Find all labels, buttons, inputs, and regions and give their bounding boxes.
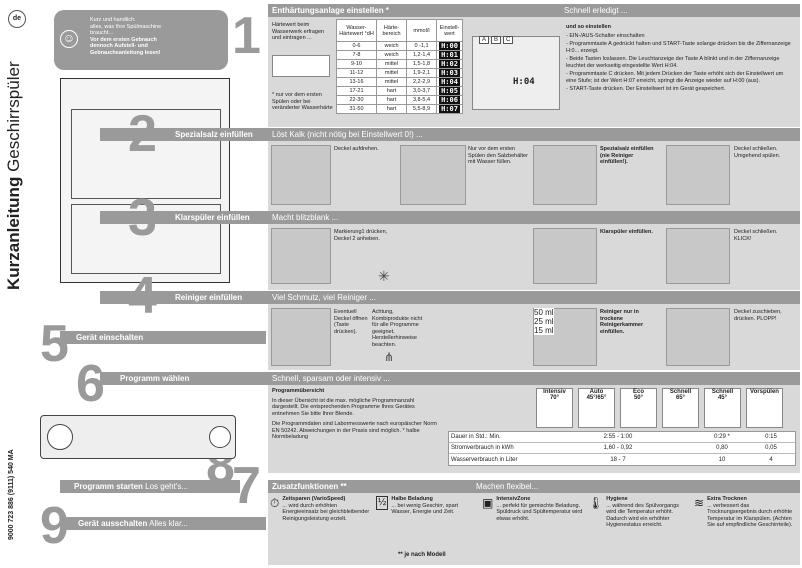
intensive-zone-icon: ▣: [482, 496, 494, 510]
detergent-warning: Achtung, Kombiprodukte nicht für alle Pr…: [372, 309, 423, 348]
detergent-close-image: [666, 308, 730, 366]
salt-fill-image: [533, 145, 597, 205]
water-icon: ⋔: [384, 350, 395, 364]
feature-variospeed: ⏱Zeitsparen (VarioSpeed)... wird durch e…: [270, 496, 372, 529]
salt-step-3: Spezialsalz einfüllen (nie Reiniger einf…: [600, 146, 654, 165]
sparkle-icon: ✳: [378, 268, 390, 284]
clock-icon: ⏱: [270, 496, 280, 510]
salt-step-2: Nur vor dem ersten Spülen den Salzbehält…: [468, 146, 528, 165]
intro-text: Kurz und handlich:alles, was Ihre Spülma…: [90, 17, 162, 56]
step-number-1: 1: [232, 7, 261, 65]
dry-icon: ≋: [694, 496, 705, 510]
hardness-note: * nur vor dem ersten Spülen oder bei ver…: [272, 92, 333, 111]
control-panel-illustration: [40, 415, 236, 459]
start-button-icon: [209, 426, 231, 448]
instructions: und so einstellen - EIN-/AUS-Schalter ei…: [566, 24, 791, 92]
section-9-bar: Gerät ausschalten Alles klar...: [60, 517, 266, 530]
rinse-fill-image: [533, 228, 597, 284]
power-knob-icon: [47, 424, 73, 450]
rinse-step-1: Markierung1 drücken, Deckel 2 anheben.: [334, 229, 388, 242]
section-7-panel: [268, 493, 800, 565]
salt-step-1: Deckel aufdrehen.: [334, 146, 379, 152]
salt-close-image: [666, 145, 730, 205]
doc-title: Kurzanleitung Geschirrspüler: [4, 61, 23, 290]
hygiene-icon: 🌡: [588, 496, 604, 510]
section-7-bar: Zusatzfunktionen **Machen flexibel...: [268, 480, 800, 493]
feature-extra-dry: ≋Extra Trocknen... verbessert das Trockn…: [694, 496, 793, 528]
model-note: ** je nach Modell: [398, 552, 446, 558]
section-1-bar: Enthärtungsanlage einstellen *Schnell er…: [268, 4, 800, 17]
detergent-lid-image: [271, 308, 331, 366]
salt-step-4: Deckel schließen. Umgehend spülen.: [734, 146, 781, 159]
hardness-input-box: [272, 55, 330, 77]
program-vorspuelen: Vorspülen: [746, 388, 783, 428]
detergent-step-1: Eventuell Deckel öffnen (Taste drücken).: [334, 309, 368, 335]
rinse-lid-image: [271, 228, 331, 284]
salt-lid-image: [271, 145, 331, 205]
rinse-close-image: [666, 228, 730, 284]
abc-panel-illustration: A B C H:04: [472, 36, 560, 110]
hardness-desc: Härtewert beim Wasserwerk erfragen und e…: [272, 22, 325, 41]
feature-hygiene: 🌡Hygiene... während des Spülvorgangs wir…: [588, 496, 680, 528]
section-5-bar: Gerät einschalten: [60, 331, 266, 344]
salt-water-image: [400, 145, 466, 205]
rinse-step-3: Deckel schließen. KLICK!: [734, 229, 778, 242]
section-8-bar: Programm starten Los geht's...: [60, 480, 240, 493]
step-number-5: 5: [40, 315, 69, 373]
rinse-step-2: Klarspüler einfüllen.: [600, 229, 653, 235]
lang-badge: de: [8, 10, 26, 28]
detergent-step-3: Deckel zuschieben, drücken. PLOPP!: [734, 309, 782, 322]
overview-text: Programmübersicht In dieser Übersicht is…: [272, 388, 437, 440]
smiley-icon: ☺: [60, 30, 78, 48]
feature-intensivzone: ▣IntensivZone... perfekt für gemischte B…: [482, 496, 584, 529]
half-icon: ½: [376, 496, 389, 510]
dishwasher-illustration: [60, 78, 230, 283]
doc-code: 9000 723 886 (9111) 540 MA: [8, 449, 15, 540]
intro-box: [54, 10, 228, 70]
feature-list: ⏱Zeitsparen (VarioSpeed)... wird durch e…: [270, 496, 794, 529]
detergent-step-2: Reiniger nur in trockene Reinigerkammer …: [600, 309, 644, 335]
